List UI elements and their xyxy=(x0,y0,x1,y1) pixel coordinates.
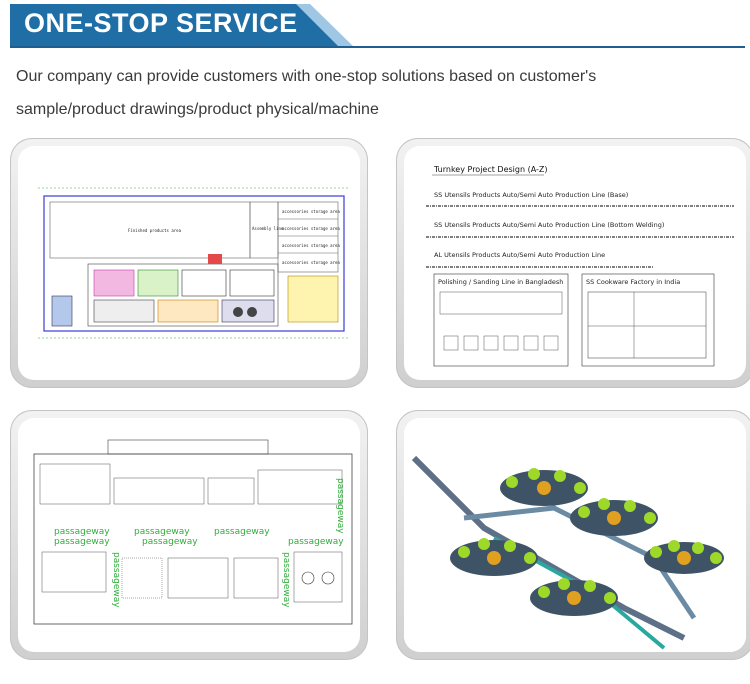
page-title: ONE-STOP SERVICE xyxy=(24,8,298,38)
robot-station-2 xyxy=(570,498,658,536)
robot-station-1 xyxy=(500,468,588,506)
storage-label-1: accessories storage area xyxy=(282,209,340,214)
passageway-label-5: passageway xyxy=(142,537,198,547)
storage-label-4: accessories storage area xyxy=(282,260,340,265)
banner-shape xyxy=(10,4,355,48)
production-line-render xyxy=(404,418,746,652)
passageway-label-4: passageway xyxy=(54,537,110,547)
panel-inner: Finished products area Assembly line acc… xyxy=(18,146,360,380)
panel-inner: Turnkey Project Design (A-Z) SS Utensils… xyxy=(404,146,746,380)
passageway-label-3: passageway xyxy=(214,527,270,537)
panel-inner: passageway passageway passageway passage… xyxy=(18,418,360,652)
header-banner: ONE-STOP SERVICE xyxy=(10,4,355,48)
render-3d-panel xyxy=(396,410,750,660)
storage-label-2: accessories storage area xyxy=(282,226,340,231)
intro-line-1: Our company can provide customers with o… xyxy=(16,68,597,85)
robot-station-5 xyxy=(530,578,618,616)
turnkey-drawing: Turnkey Project Design (A-Z) SS Utensils… xyxy=(426,165,734,367)
turnkey-box-2-label: SS Cookware Factory in India xyxy=(586,278,680,286)
passageway-label-6: passageway xyxy=(288,537,344,547)
storage-label-3: accessories storage area xyxy=(282,243,340,248)
panel-inner xyxy=(404,418,746,652)
header-rule xyxy=(10,46,745,48)
factory-layout-panel: Finished products area Assembly line acc… xyxy=(10,138,368,388)
robot-station-3 xyxy=(450,538,538,576)
finished-area-label: Finished products area xyxy=(128,228,182,233)
turnkey-box-1-label: Polishing / Sanding Line in Bangladesh xyxy=(438,278,563,286)
turnkey-line-1: SS Utensils Products Auto/Semi Auto Prod… xyxy=(434,191,628,199)
passageway-layout-panel: passageway passageway passageway passage… xyxy=(10,410,368,660)
robot-station-4 xyxy=(644,540,724,574)
passageway-vertical-3: passageway xyxy=(335,478,345,534)
passageway-label-1: passageway xyxy=(54,527,110,537)
turnkey-title: Turnkey Project Design (A-Z) xyxy=(433,165,548,174)
turnkey-design-panel: Turnkey Project Design (A-Z) SS Utensils… xyxy=(396,138,750,388)
turnkey-line-3: AL Utensils Products Auto/Semi Auto Prod… xyxy=(434,251,605,259)
turnkey-line-2: SS Utensils Products Auto/Semi Auto Prod… xyxy=(434,221,664,229)
passageway-vertical-2: passageway xyxy=(281,552,291,608)
assembly-label: Assembly line xyxy=(252,226,284,231)
intro-line-2: sample/product drawings/product physical… xyxy=(16,101,379,118)
passageway-drawing: passageway passageway passageway passage… xyxy=(33,439,353,625)
passageway-vertical-1: passageway xyxy=(111,552,121,608)
passageway-label-2: passageway xyxy=(134,527,190,537)
factory-layout-drawing: Finished products area Assembly line acc… xyxy=(38,187,348,339)
